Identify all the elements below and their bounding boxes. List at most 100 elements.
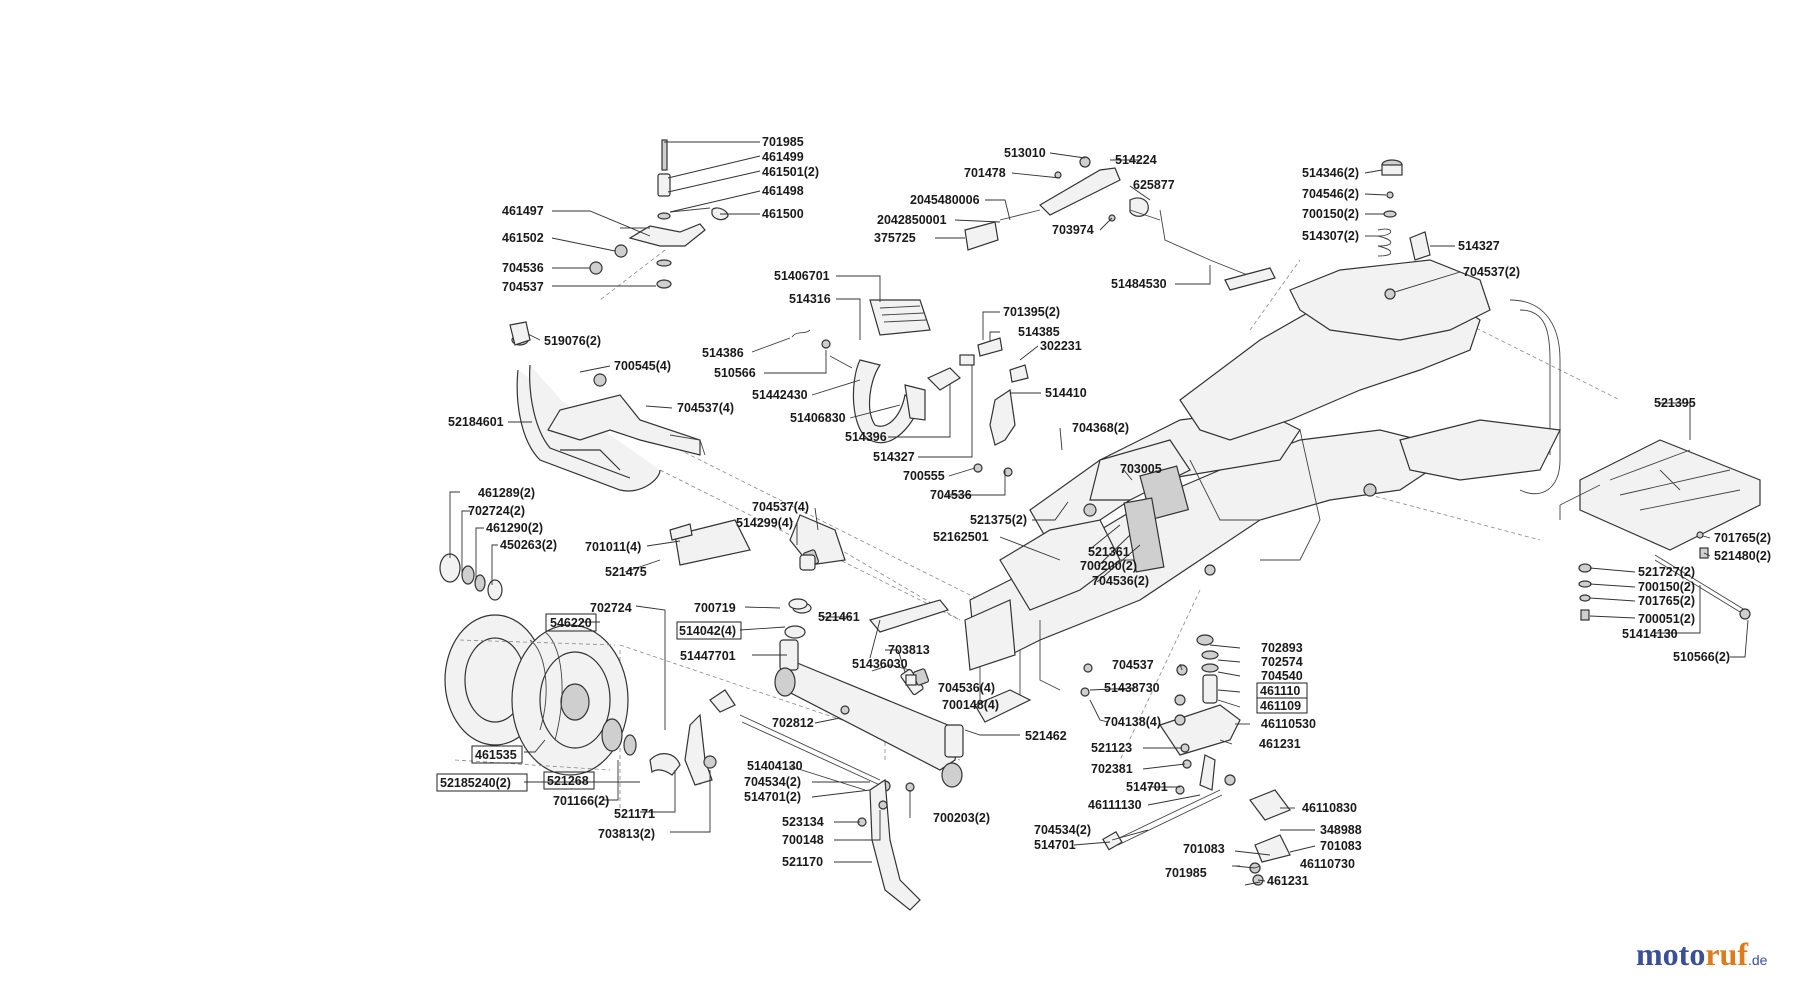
label-521171: 521171 bbox=[614, 807, 655, 821]
spring-set bbox=[1377, 159, 1431, 300]
box-52185240 bbox=[436, 773, 528, 792]
label-521395: 521395 bbox=[1654, 396, 1696, 410]
label-514327-a: 514327 bbox=[1458, 239, 1500, 253]
label-461502: 461502 bbox=[502, 231, 544, 245]
label-2045480006: 2045480006 bbox=[910, 193, 980, 207]
box-461535 bbox=[471, 745, 523, 764]
label-700200: 700200(2) bbox=[1080, 559, 1137, 573]
label-704536-d: 704536(4) bbox=[938, 681, 995, 695]
label-704138: 704138(4) bbox=[1104, 715, 1161, 729]
label-51436030: 51436030 bbox=[852, 657, 908, 671]
label-701083-b: 701083 bbox=[1320, 839, 1362, 853]
box-514042 bbox=[676, 621, 742, 640]
label-51406830: 51406830 bbox=[790, 411, 846, 425]
box-546220 bbox=[545, 613, 597, 632]
label-514316: 514316 bbox=[789, 292, 831, 306]
label-521361: 521361 bbox=[1088, 545, 1130, 559]
box-521268 bbox=[543, 771, 595, 790]
label-704368: 704368(2) bbox=[1072, 421, 1129, 435]
label-514224: 514224 bbox=[1115, 153, 1157, 167]
misc-parts bbox=[669, 523, 1186, 726]
label-701478: 701478 bbox=[964, 166, 1006, 180]
label-701985-b: 701985 bbox=[1165, 866, 1207, 880]
foot-plate bbox=[1559, 439, 1761, 551]
hub-bearings bbox=[439, 553, 503, 601]
label-700545: 700545(4) bbox=[614, 359, 671, 373]
label-52162501: 52162501 bbox=[933, 530, 989, 544]
label-514701-a: 514701(2) bbox=[744, 790, 801, 804]
label-521462: 521462 bbox=[1025, 729, 1067, 743]
label-700719: 700719 bbox=[694, 601, 736, 615]
label-704534-a: 704534(2) bbox=[744, 775, 801, 789]
label-523134: 523134 bbox=[782, 815, 824, 829]
label-701011: 701011(4) bbox=[585, 540, 641, 554]
label-704536-c: 704536(2) bbox=[1092, 574, 1149, 588]
label-704537-b: 704537(2) bbox=[1463, 265, 1520, 279]
label-514307: 514307(2) bbox=[1302, 229, 1359, 243]
label-461499: 461499 bbox=[762, 150, 804, 164]
label-521461: 521461 bbox=[818, 610, 860, 624]
label-52185240: 52185240(2) bbox=[440, 776, 511, 790]
front-axle bbox=[649, 514, 1032, 911]
label-521375: 521375(2) bbox=[970, 513, 1027, 527]
label-46110730: 46110730 bbox=[1300, 857, 1355, 871]
label-514327-b: 514327 bbox=[873, 450, 915, 464]
label-461501: 461501(2) bbox=[762, 165, 819, 179]
label-461231-b: 461231 bbox=[1267, 874, 1309, 888]
label-625877: 625877 bbox=[1133, 178, 1175, 192]
label-701765-a: 701765(2) bbox=[1714, 531, 1771, 545]
label-510566-b: 510566(2) bbox=[1673, 650, 1730, 664]
leader-lines bbox=[449, 141, 1749, 886]
label-514396: 514396 bbox=[845, 430, 887, 444]
main-frame bbox=[964, 259, 1561, 711]
label-704537-c: 704537(4) bbox=[677, 401, 734, 415]
label-514042: 514042(4) bbox=[679, 624, 736, 638]
label-514346: 514346(2) bbox=[1302, 166, 1359, 180]
label-513010: 513010 bbox=[1004, 146, 1046, 160]
hand-lever bbox=[964, 156, 1276, 291]
front-bumper bbox=[509, 321, 706, 492]
label-51406701: 51406701 bbox=[774, 269, 830, 283]
brand-part-1: moto bbox=[1636, 936, 1706, 972]
label-514701-c: 514701 bbox=[1034, 838, 1076, 852]
label-702812: 702812 bbox=[772, 716, 814, 730]
label-461498: 461498 bbox=[762, 184, 804, 198]
label-701395: 701395(2) bbox=[1003, 305, 1060, 319]
label-700051: 700051(2) bbox=[1638, 612, 1695, 626]
label-703813-b: 703813(2) bbox=[598, 827, 655, 841]
label-700148-b: 700148 bbox=[782, 833, 824, 847]
label-701166: 701166(2) bbox=[553, 794, 609, 808]
label-702893: 702893 bbox=[1261, 641, 1303, 655]
label-704536-a: 704536 bbox=[502, 261, 544, 275]
label-302231: 302231 bbox=[1040, 339, 1082, 353]
label-702724-a: 702724(2) bbox=[468, 504, 525, 518]
label-510566: 510566 bbox=[714, 366, 756, 380]
label-701765-b: 701765(2) bbox=[1638, 594, 1695, 608]
label-375725: 375725 bbox=[874, 231, 916, 245]
label-704546: 704546(2) bbox=[1302, 187, 1359, 201]
label-348988: 348988 bbox=[1320, 823, 1362, 837]
label-521170: 521170 bbox=[782, 855, 823, 869]
label-702574: 702574 bbox=[1261, 655, 1303, 669]
label-46110530: 46110530 bbox=[1261, 717, 1316, 731]
label-521123: 521123 bbox=[1091, 741, 1132, 755]
label-51404130: 51404130 bbox=[747, 759, 803, 773]
label-700150-b: 700150(2) bbox=[1638, 580, 1695, 594]
label-46110830: 46110830 bbox=[1302, 801, 1357, 815]
label-704536-b: 704536 bbox=[930, 488, 972, 502]
label-51438730: 51438730 bbox=[1104, 681, 1160, 695]
label-461497: 461497 bbox=[502, 204, 544, 218]
label-704537-e: 704537 bbox=[1112, 658, 1154, 672]
label-514410: 514410 bbox=[1045, 386, 1087, 400]
brand-logo: motoruf.de bbox=[1636, 936, 1767, 973]
label-701985-a: 701985 bbox=[762, 135, 804, 149]
brand-part-2: ruf bbox=[1705, 936, 1748, 972]
box-461109 bbox=[1256, 697, 1308, 714]
label-521475: 521475 bbox=[605, 565, 647, 579]
label-704534-b: 704534(2) bbox=[1034, 823, 1091, 837]
label-51414130: 51414130 bbox=[1622, 627, 1678, 641]
label-703974: 703974 bbox=[1052, 223, 1094, 237]
label-461289: 461289(2) bbox=[478, 486, 535, 500]
label-702724-b: 702724 bbox=[590, 601, 632, 615]
